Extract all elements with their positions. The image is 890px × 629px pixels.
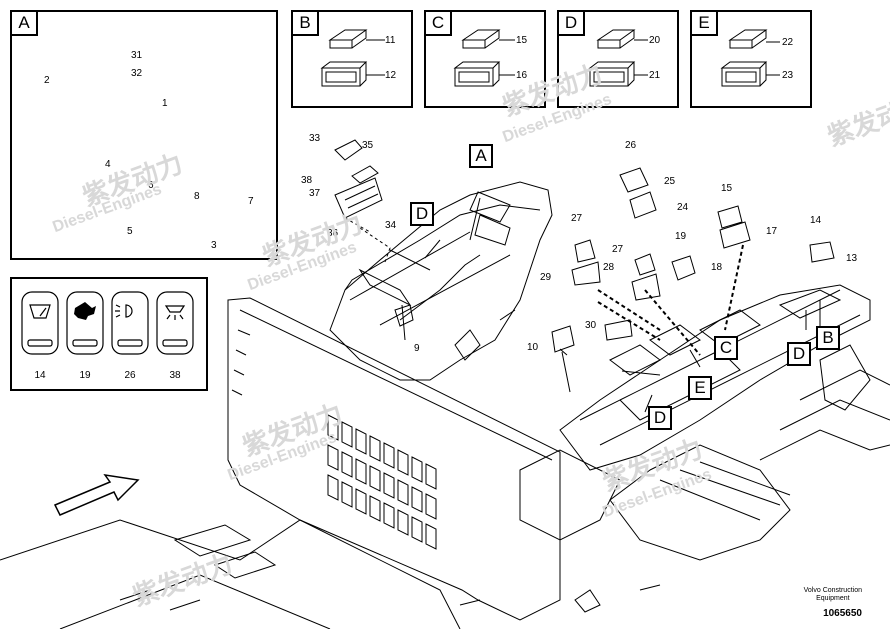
part-23-label: 23: [782, 70, 794, 81]
switch-icon-panel: [10, 277, 208, 391]
main-assembly-drawing: [0, 99, 890, 629]
cab-light-icon: [164, 305, 186, 320]
detail-box-d: D: [557, 10, 679, 108]
drawing-reference-number: 1065650: [823, 608, 862, 619]
callout-d-bottom: D: [648, 406, 672, 430]
work-light-icon: [115, 304, 133, 318]
part-19-label: 19: [675, 231, 687, 242]
part-36-label: 36: [327, 228, 339, 239]
icon-label-26: 26: [124, 370, 136, 381]
footer-company-line2: Equipment: [816, 595, 850, 602]
part-24-label: 24: [677, 202, 689, 213]
part-15-label-c: 15: [516, 35, 528, 46]
part-6-label: 6: [148, 180, 154, 191]
part-13-label: 13: [846, 253, 858, 264]
part-33-label: 33: [309, 133, 321, 144]
callout-e: E: [688, 376, 712, 400]
part-25-label: 25: [664, 176, 676, 187]
footer-company: Volvo Construction Equipment: [804, 587, 862, 603]
part-2-label: 2: [44, 75, 50, 86]
part-29-label: 29: [540, 272, 552, 283]
callout-c: C: [714, 336, 738, 360]
part-32-label: 32: [131, 68, 143, 79]
callout-d-right: D: [787, 342, 811, 366]
part-35-label: 35: [362, 140, 374, 151]
part-21-label: 21: [649, 70, 661, 81]
footer-company-line1: Volvo Construction: [803, 587, 862, 594]
view-direction-arrow: [53, 473, 140, 516]
detail-box-c-label: C: [426, 12, 452, 36]
icon-label-19: 19: [79, 370, 91, 381]
detail-box-c: C: [424, 10, 546, 108]
part-30-label: 30: [585, 320, 597, 331]
part-28-label: 28: [603, 262, 615, 273]
part-4-label: 4: [105, 159, 111, 170]
switch-detail-drawings: [320, 29, 780, 87]
part-3-label: 3: [211, 240, 217, 251]
part-11-label: 11: [385, 35, 396, 46]
detail-box-e: E: [690, 10, 812, 108]
detail-box-d-label: D: [559, 12, 585, 36]
part-1-label: 1: [162, 98, 168, 109]
icon-label-38: 38: [169, 370, 181, 381]
detail-box-b: B: [291, 10, 413, 108]
louver-grille: [327, 414, 437, 550]
part-5-label: 5: [127, 226, 133, 237]
part-12-label: 12: [385, 70, 397, 81]
part-16-label: 16: [516, 70, 528, 81]
part-9-label: 9: [414, 343, 420, 354]
part-34-label: 34: [385, 220, 397, 231]
detail-box-e-label: E: [692, 12, 718, 36]
part-22-label: 22: [782, 37, 794, 48]
part-31-label: 31: [131, 50, 143, 61]
part-38-label: 38: [301, 175, 313, 186]
hazard-light-icon: [74, 302, 96, 320]
part-14-label: 14: [810, 215, 822, 226]
callout-a: A: [469, 144, 493, 168]
callout-b: B: [816, 326, 840, 350]
part-15-label-main: 15: [721, 183, 733, 194]
callout-d-top: D: [410, 202, 434, 226]
part-8-label: 8: [194, 191, 200, 202]
part-27-label-a: 27: [571, 213, 583, 224]
part-27-label-b: 27: [612, 244, 624, 255]
detail-box-a-label: A: [12, 12, 38, 36]
rocker-switch-drawings: [21, 291, 194, 355]
part-18-label: 18: [711, 262, 723, 273]
part-10-label: 10: [527, 342, 539, 353]
detail-box-a: A: [10, 10, 278, 260]
part-17-label: 17: [766, 226, 778, 237]
part-20-label: 20: [649, 35, 661, 46]
wiper-icon: [29, 304, 51, 319]
detail-box-b-label: B: [293, 12, 319, 36]
part-37-label: 37: [309, 188, 321, 199]
part-7-label: 7: [248, 196, 254, 207]
part-26-label: 26: [625, 140, 637, 151]
icon-label-14: 14: [34, 370, 46, 381]
